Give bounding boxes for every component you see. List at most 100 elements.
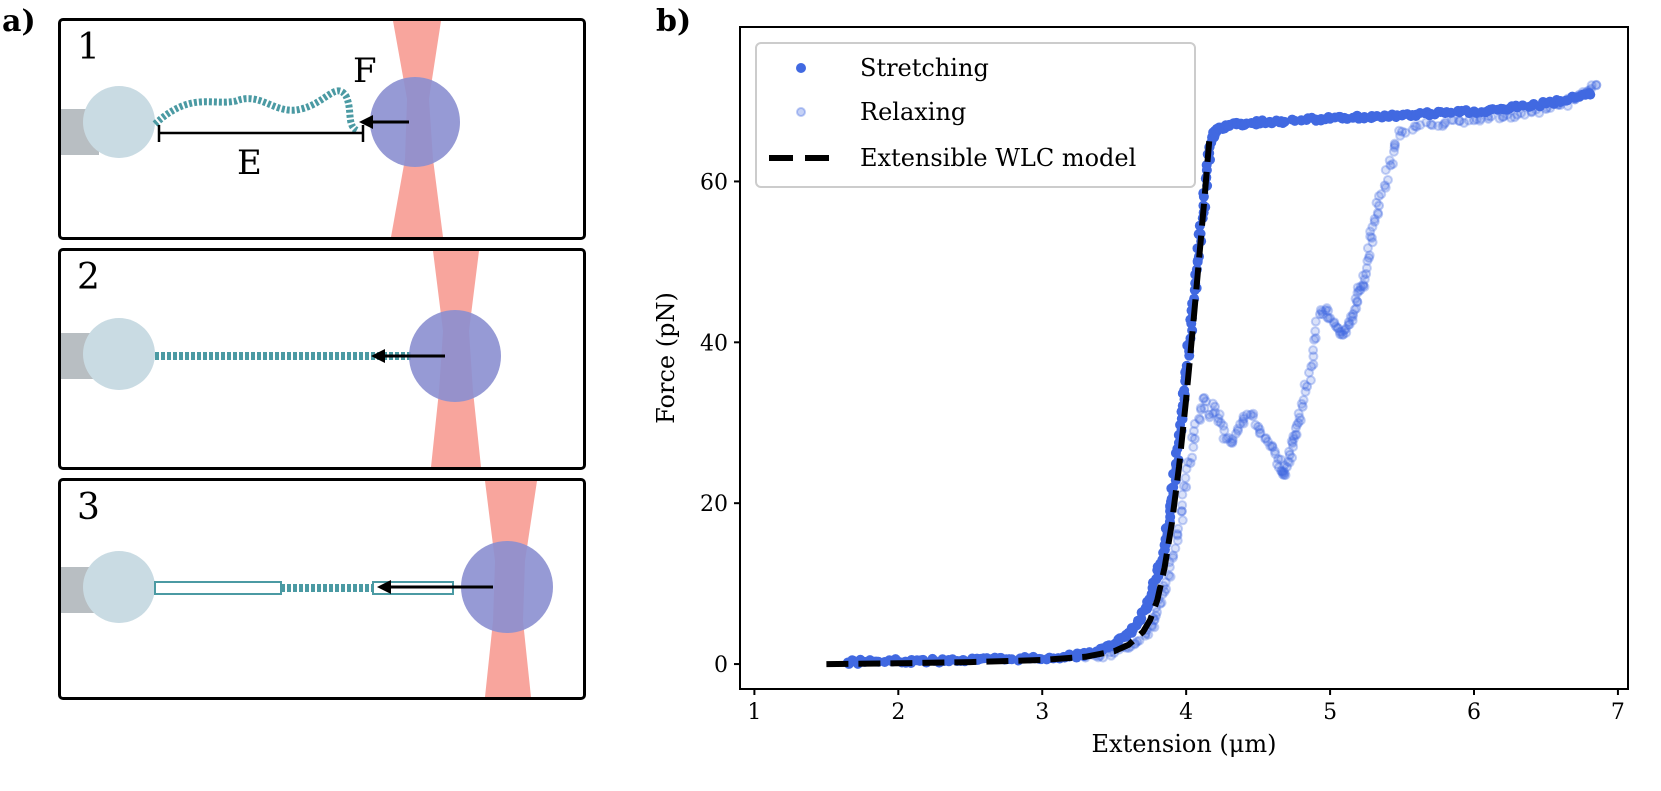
relaxing-point	[1149, 614, 1160, 625]
arrow-head-icon	[359, 115, 373, 129]
relaxing-point	[1328, 318, 1339, 329]
relaxing-point	[1349, 304, 1360, 315]
schematic-illustration-1	[61, 21, 460, 237]
stretching-point	[978, 653, 989, 664]
stretching-point	[1177, 388, 1188, 399]
relaxing-point	[1373, 191, 1384, 202]
stretching-point	[1454, 107, 1465, 118]
stretching-point	[1166, 493, 1177, 504]
stretching-point	[1420, 108, 1431, 119]
relaxing-point	[1446, 114, 1457, 125]
stretching-point	[1239, 120, 1250, 131]
stretching-point	[1335, 111, 1346, 122]
relaxing-point	[1272, 459, 1283, 470]
schematic-panel-1: 1 F E	[58, 18, 586, 240]
stretching-point	[999, 654, 1010, 665]
relaxing-point	[1109, 647, 1120, 658]
relaxing-point	[1322, 312, 1333, 323]
stretching-point	[1173, 430, 1184, 441]
relaxing-point	[1188, 426, 1199, 437]
relaxing-point	[1433, 120, 1444, 131]
relaxing-point	[1440, 117, 1451, 128]
relaxing-point	[1260, 433, 1271, 444]
relaxing-point	[1353, 285, 1364, 296]
stretching-point	[1179, 385, 1190, 396]
relaxing-point	[1494, 113, 1505, 124]
stretching-point	[1166, 496, 1177, 507]
stretching-point	[972, 655, 983, 666]
relaxing-point	[1582, 86, 1593, 97]
relaxing-point	[1299, 379, 1310, 390]
stretching-point	[1170, 458, 1181, 469]
stretching-point	[1179, 389, 1190, 400]
relaxing-point	[1352, 296, 1363, 307]
stretching-point	[1224, 119, 1235, 130]
stretching-point	[986, 654, 997, 665]
stretching-point	[1584, 87, 1595, 98]
relaxing-point	[1152, 607, 1163, 618]
stretching-point	[1540, 98, 1551, 109]
relaxing-point	[1361, 263, 1372, 274]
relaxing-point	[1227, 436, 1238, 447]
relaxing-point	[1516, 107, 1527, 118]
stretching-point	[1041, 654, 1052, 665]
relaxing-point	[1209, 401, 1220, 412]
stretching-point	[968, 654, 979, 665]
plot-frame	[739, 26, 1629, 690]
force-label: F	[353, 51, 377, 91]
relaxing-point	[1437, 121, 1448, 132]
relaxing-point	[1540, 104, 1551, 115]
stretching-point	[1334, 111, 1345, 122]
stretching-point	[887, 656, 898, 667]
stretching-point	[1072, 648, 1083, 659]
relaxing-point	[1363, 252, 1374, 263]
relaxing-point	[1227, 437, 1238, 448]
relaxing-point	[1158, 581, 1169, 592]
stretching-point	[1180, 372, 1191, 383]
relaxing-point	[1195, 403, 1206, 414]
stretching-point	[1204, 142, 1215, 153]
relaxing-point	[1321, 303, 1332, 314]
stretching-point	[1176, 413, 1187, 424]
relaxing-point	[1471, 114, 1482, 125]
stretching-point	[1136, 613, 1147, 624]
extension-label: E	[237, 143, 262, 183]
relaxing-point	[1132, 636, 1143, 647]
stretching-point	[918, 654, 929, 665]
stretching-point	[1382, 111, 1393, 122]
relaxing-point	[1129, 639, 1140, 650]
relaxing-point	[1411, 121, 1422, 132]
stretching-point	[947, 654, 958, 665]
stretching-point	[1578, 89, 1589, 100]
pipette-bead	[83, 318, 155, 390]
relaxing-point	[1177, 515, 1188, 526]
relaxing-point	[1214, 409, 1225, 420]
relaxing-point	[1238, 411, 1249, 422]
relaxing-point	[1483, 113, 1494, 124]
relaxing-point	[1114, 644, 1125, 655]
relaxing-point	[1483, 111, 1494, 122]
stretching-point	[1191, 283, 1202, 294]
relaxing-point	[1385, 160, 1396, 171]
stretching-point	[943, 656, 954, 667]
panel-b-label: b)	[656, 4, 692, 39]
stretching-point	[1266, 118, 1277, 129]
stretching-point	[1241, 118, 1252, 129]
relaxing-point	[1279, 470, 1290, 481]
stretching-point	[1083, 648, 1094, 659]
stretching-point	[1469, 106, 1480, 117]
relaxing-point	[1336, 326, 1347, 337]
stretching-point	[1185, 314, 1196, 325]
stretching-point	[959, 656, 970, 667]
relaxing-point	[1526, 107, 1537, 118]
relaxing-point	[1238, 418, 1249, 429]
stretching-point	[1301, 114, 1312, 125]
stretching-point	[1147, 577, 1158, 588]
stretching-point	[1323, 111, 1334, 122]
stretching-point	[1567, 91, 1578, 102]
stretching-point	[1277, 117, 1288, 128]
relaxing-point	[1276, 466, 1287, 477]
stretching-point	[891, 655, 902, 666]
